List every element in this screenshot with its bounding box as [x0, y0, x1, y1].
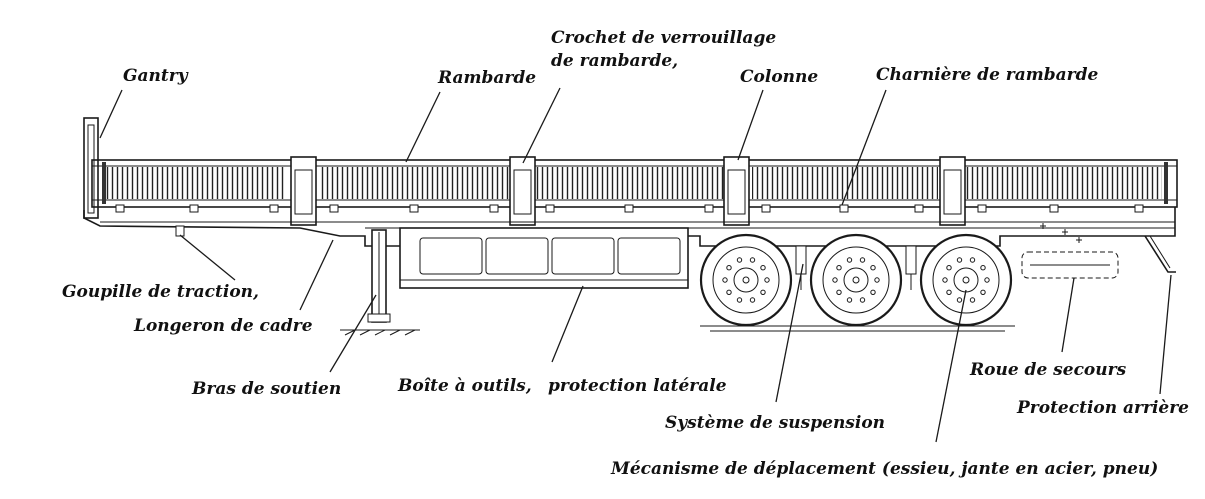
wheel-bolt: [874, 277, 880, 283]
rear-lamp-panel: [1040, 223, 1082, 243]
wheel-1: [699, 233, 793, 327]
label-crochet-line2: de rambarde,: [551, 51, 678, 71]
label-suspension: Système de suspension: [665, 413, 885, 433]
wheel-bolt: [726, 289, 732, 295]
label-boite: Boîte à outils,: [397, 376, 532, 396]
wheel-bolt: [846, 297, 853, 303]
gantry-post: [83, 117, 99, 219]
rear-protection: [1144, 235, 1176, 273]
leader-protection-laterale: [551, 285, 584, 363]
wheel-bolt: [956, 297, 963, 303]
wheel-bolts-2: [832, 257, 880, 303]
wheel-bolt: [736, 297, 743, 303]
label-protection-laterale: protection latérale: [548, 376, 727, 396]
leader-bras: [329, 294, 377, 373]
wheel-bolt: [726, 265, 732, 271]
wheel-bolt: [859, 297, 866, 303]
leader-goupille: [179, 234, 236, 281]
wheel-bolt: [764, 277, 770, 283]
wheel-bolt: [942, 277, 948, 283]
label-charniere: Charnière de rambarde: [876, 65, 1099, 85]
wheel-bolt: [946, 265, 952, 271]
columns: [290, 156, 966, 226]
leader-mecanisme: [935, 289, 967, 443]
wheel-bolt: [722, 277, 728, 283]
wheel-bolts-1: [722, 257, 770, 303]
wheel-bolt: [832, 277, 838, 283]
wheel-bolt: [969, 297, 976, 303]
label-colonne: Colonne: [740, 67, 818, 87]
wheel-bolt: [980, 289, 986, 295]
wheel-bolt: [859, 257, 866, 263]
label-protection-arriere: Protection arrière: [1016, 398, 1189, 418]
leader-protection-arriere: [1159, 274, 1172, 395]
labels: Gantry Rambarde Crochet de verrouillage …: [62, 28, 1189, 479]
wheel-bolt: [749, 297, 756, 303]
label-mecanisme: Mécanisme de déplacement (essieu, jante …: [610, 459, 1158, 479]
wheel-bolt: [870, 265, 876, 271]
leader-gantry: [99, 89, 123, 139]
trailer-body: [83, 117, 1178, 336]
label-bras: Bras de soutien: [191, 379, 341, 399]
hinges: [115, 204, 1144, 213]
label-goupille: Goupille de traction,: [62, 282, 259, 302]
spare-wheel: [1021, 251, 1119, 279]
leader-lines: [99, 87, 1172, 443]
leader-suspension: [775, 263, 804, 403]
leader-charniere: [841, 89, 887, 206]
wheel-bolts-3: [942, 257, 990, 303]
wheel-bolt: [760, 289, 766, 295]
label-rambarde: Rambarde: [437, 68, 536, 88]
label-gantry: Gantry: [123, 66, 189, 86]
wheel-bolt: [736, 257, 743, 263]
label-longeron: Longeron de cadre: [133, 316, 313, 336]
wheel-bolt: [836, 289, 842, 295]
leader-colonne: [737, 89, 764, 161]
support-legs: [340, 229, 420, 336]
wheel-bolt: [749, 257, 756, 263]
wheel-bolt: [969, 257, 976, 263]
wheel-bolt: [956, 257, 963, 263]
wheel-bolt: [760, 265, 766, 271]
side-panels: [91, 159, 1178, 208]
wheel-bolt: [836, 265, 842, 271]
leader-rambarde: [405, 91, 441, 163]
wheel-bolt: [870, 289, 876, 295]
wheel-bolt: [980, 265, 986, 271]
leader-crochet: [522, 87, 561, 164]
wheel-bolt: [984, 277, 990, 283]
wheel-bolt: [946, 289, 952, 295]
wheel-2: [809, 233, 903, 327]
tool-box: [399, 227, 689, 289]
wheel-3: [919, 233, 1013, 327]
label-roue-secours: Roue de secours: [969, 360, 1127, 380]
wheels: [699, 233, 1015, 332]
wheel-bolt: [846, 257, 853, 263]
leader-longeron: [299, 239, 334, 311]
leader-roue-secours: [1061, 277, 1075, 353]
label-crochet-line1: Crochet de verrouillage: [551, 28, 776, 48]
